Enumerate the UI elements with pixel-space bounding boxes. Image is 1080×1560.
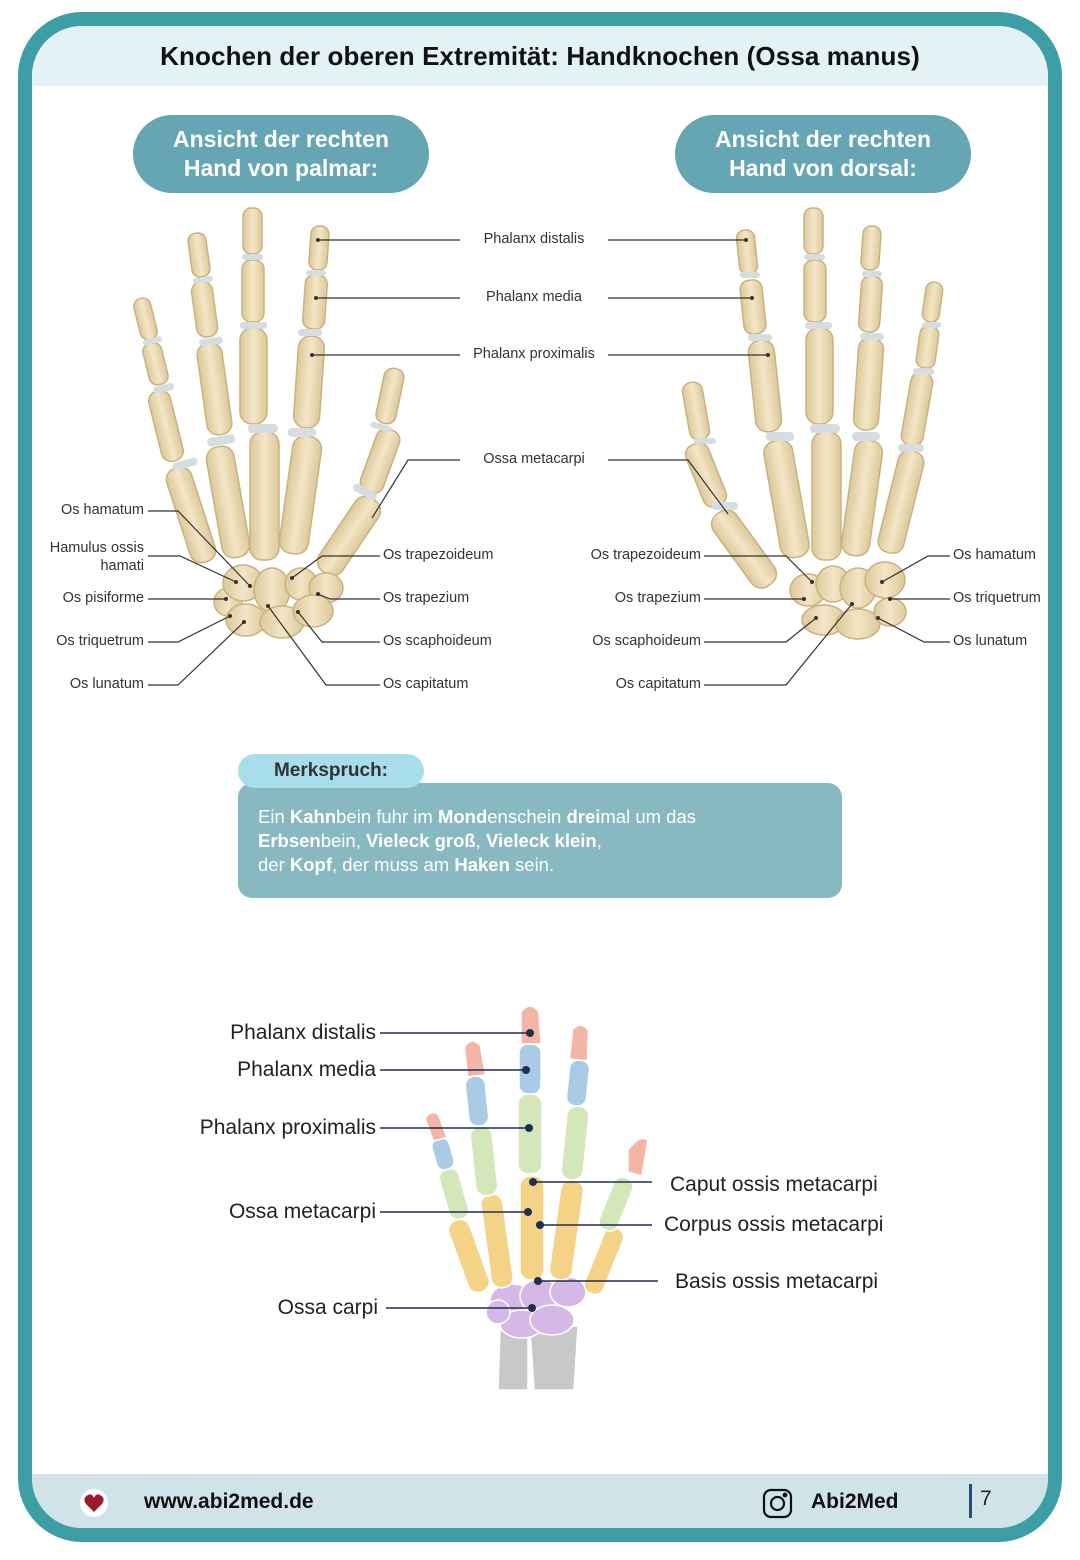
title-bar: Knochen der oberen Extremität: Handknoch… <box>32 26 1048 86</box>
website-link[interactable]: www.abi2med.de <box>144 1490 314 1513</box>
dorsal-label-os-trapezoideum: Os trapezoideum <box>590 547 701 563</box>
mnemonic-keyword: drei <box>566 806 601 827</box>
palmar-label-os-lunatum: Os lunatum <box>69 676 144 692</box>
label-ossa-metacarpi: Ossa metacarpi <box>483 451 585 467</box>
mnemonic-fragment: Ein <box>258 806 290 827</box>
footer-content: www.abi2med.de Abi2Med 7 <box>18 1474 1062 1528</box>
schema-label-ossa-metacarpi: Ossa metacarpi <box>228 1200 376 1223</box>
palmar-label-os-pisiforme: Os pisiforme <box>62 590 144 606</box>
page-title: Knochen der oberen Extremität: Handknoch… <box>160 40 920 71</box>
dorsal-label-os-capitatum: Os capitatum <box>615 676 701 692</box>
label-phalanx-proximalis: Phalanx proximalis <box>473 346 595 362</box>
page-number: 7 <box>969 1484 992 1518</box>
mnemonic-fragment: bein fuhr im <box>336 806 438 827</box>
schema-leader-dots <box>522 1029 544 1312</box>
schema-label-corpus: Corpus ossis metacarpi <box>664 1213 884 1236</box>
mnemonic-keyword: Haken <box>454 854 510 875</box>
mnemonic-fragment: bein, <box>320 830 366 851</box>
dorsal-label-os-lunatum: Os lunatum <box>953 633 1028 649</box>
mnemonic-keyword: Vieleck klein <box>485 830 597 851</box>
dorsal-joint-cartilage <box>694 254 941 510</box>
mnemonic-heading: Merkspruch: <box>238 754 424 788</box>
schema-label-ossa-carpi: Ossa carpi <box>277 1296 378 1319</box>
mnemonic-keyword: Erbsen <box>258 830 321 851</box>
schema-label-phalanx-distalis: Phalanx distalis <box>230 1021 376 1044</box>
mnemonic-fragment: , <box>475 830 486 851</box>
palmar-label-os-hamatum: Os hamatum <box>61 502 144 518</box>
dorsal-label-os-hamatum: Os hamatum <box>953 547 1036 563</box>
mnemonic-keyword: Kahn <box>289 806 337 827</box>
dorsal-label-os-triquetrum: Os triquetrum <box>953 590 1041 606</box>
dorsal-label-os-trapezium: Os trapezium <box>614 590 701 606</box>
upper-leader-dots <box>224 238 892 624</box>
brand-name[interactable]: Abi2Med <box>811 1490 899 1513</box>
mnemonic-box: Ein Kahnbein fuhr im Mondenschein dreima… <box>238 783 842 898</box>
palmar-label-os-trapezoideum: Os trapezoideum <box>383 547 494 563</box>
mnemonic-keyword: Kopf <box>289 854 333 875</box>
palmar-label-os-triquetrum: Os triquetrum <box>56 633 144 649</box>
dorsal-view-heading: Ansicht der rechten Hand von dorsal: <box>675 115 971 193</box>
label-phalanx-media: Phalanx media <box>486 289 582 305</box>
mnemonic-keyword: Vieleck groß <box>365 830 476 851</box>
palmar-label-os-trapezium: Os trapezium <box>383 590 470 606</box>
mnemonic-fragment: der <box>258 854 290 875</box>
mnemonic-fragment: enschein <box>487 806 567 827</box>
palmar-label-hamulus-line2: hamati <box>100 558 144 574</box>
mnemonic-fragment: sein. <box>509 854 555 875</box>
footer <box>32 1474 1048 1528</box>
schema-label-phalanx-media: Phalanx media <box>237 1058 376 1081</box>
palmar-joint-cartilage <box>143 254 392 501</box>
palmar-label-os-capitatum: Os capitatum <box>383 676 469 692</box>
mnemonic-fragment: , der muss am <box>332 854 455 875</box>
palmar-heading-line2: Hand von palmar: <box>183 155 379 181</box>
mnemonic-text: Ein Kahnbein fuhr im Mondenschein dreima… <box>258 805 758 877</box>
dorsal-heading-line1: Ansicht der rechten <box>715 126 931 152</box>
upper-leader-lines <box>148 239 950 686</box>
mnemonic-keyword: Mond <box>437 806 488 827</box>
schema-label-basis: Basis ossis metacarpi <box>675 1270 879 1293</box>
schematic-hand-illustration <box>424 1005 649 1391</box>
schema-label-phalanx-proximalis: Phalanx proximalis <box>199 1116 376 1139</box>
palmar-heading-line1: Ansicht der rechten <box>173 126 389 152</box>
instagram-icon <box>762 1488 793 1519</box>
palmar-view-heading: Ansicht der rechten Hand von palmar: <box>133 115 429 193</box>
schema-leader-lines <box>380 1032 658 1309</box>
palmar-hand-illustration <box>133 207 405 639</box>
palmar-label-hamulus-line1: Hamulus ossis <box>49 540 144 556</box>
palmar-label-os-scaphoideum: Os scaphoideum <box>383 633 492 649</box>
dorsal-heading-line2: Hand von dorsal: <box>729 155 917 181</box>
label-phalanx-distalis: Phalanx distalis <box>483 231 585 247</box>
mnemonic-fragment: mal um das <box>600 806 697 827</box>
dorsal-hand-illustration <box>681 207 944 640</box>
heart-logo-icon <box>80 1489 108 1517</box>
dorsal-label-os-scaphoideum: Os scaphoideum <box>592 633 701 649</box>
mnemonic-fragment: , <box>596 830 602 851</box>
schema-label-caput: Caput ossis metacarpi <box>670 1173 878 1196</box>
